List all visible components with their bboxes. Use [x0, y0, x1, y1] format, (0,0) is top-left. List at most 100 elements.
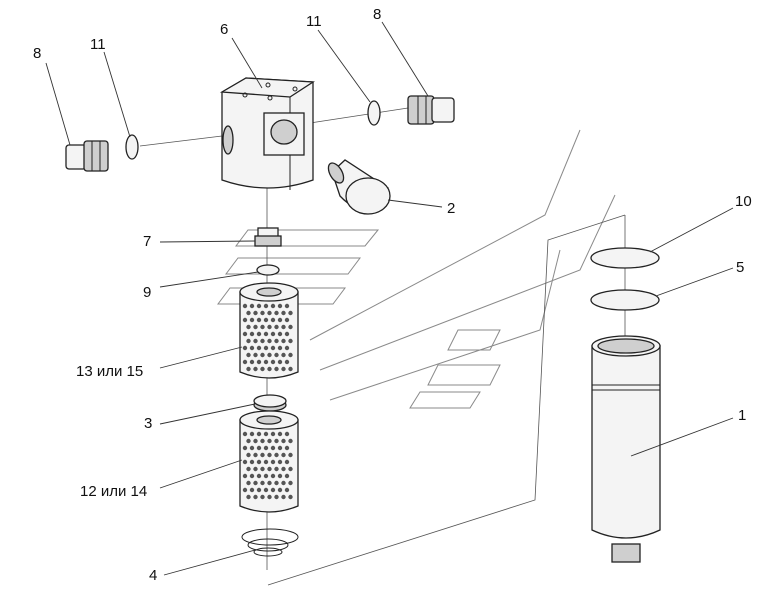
perforation-hole	[267, 324, 272, 330]
perforation-hole	[281, 480, 286, 486]
perforation-hole	[274, 310, 279, 316]
perforation-hole	[277, 431, 283, 437]
perforation-hole	[260, 338, 265, 344]
perforation-hole	[242, 331, 248, 337]
assembly-axes	[139, 107, 626, 586]
perforation-hole	[288, 310, 293, 316]
perforation-hole	[253, 466, 258, 472]
perforation-hole	[256, 473, 262, 479]
perforation-hole	[246, 310, 251, 316]
perforation-hole	[256, 317, 262, 323]
perforation-hole	[249, 473, 255, 479]
callout-part-7: 7	[143, 233, 152, 250]
perforation-hole	[284, 303, 290, 309]
perforation-hole	[256, 445, 262, 451]
perforation-hole	[260, 480, 265, 486]
indicator-part-2	[327, 159, 391, 215]
perforation-hole	[270, 431, 276, 437]
callout-part-1: 1	[738, 407, 747, 424]
perforation-hole	[260, 438, 265, 444]
perforation-hole	[246, 452, 251, 458]
perforation-hole	[270, 473, 276, 479]
seal-part-11-right	[367, 100, 381, 126]
leader-lines	[45, 21, 734, 576]
perforation-hole	[284, 359, 290, 365]
perforation-hole	[274, 352, 279, 358]
perforation-hole	[260, 366, 265, 372]
perforation-hole	[256, 331, 262, 337]
perforation-hole	[277, 445, 283, 451]
spring-part-4	[241, 528, 299, 557]
perforation-hole	[260, 310, 265, 316]
perforation-hole	[288, 480, 293, 486]
filter-element-13-15	[239, 282, 299, 379]
perforation-hole	[281, 438, 286, 444]
perforation-hole	[242, 459, 248, 465]
perforation-hole	[270, 359, 276, 365]
perforation-hole	[284, 445, 290, 451]
perforation-hole	[249, 345, 255, 351]
perforation-hole	[277, 331, 283, 337]
perforation-hole	[249, 303, 255, 309]
perforation-hole	[242, 345, 248, 351]
perforation-hole	[242, 473, 248, 479]
perforation-hole	[284, 317, 290, 323]
perforation-hole	[288, 452, 293, 458]
perforation-hole	[281, 366, 286, 372]
perforation-hole	[274, 338, 279, 344]
perforation-hole	[274, 480, 279, 486]
perforation-pattern-upper	[242, 303, 293, 372]
perforation-hole	[242, 303, 248, 309]
perforation-hole	[281, 310, 286, 316]
perforation-hole	[277, 359, 283, 365]
perforation-hole	[267, 480, 272, 486]
perforation-hole	[274, 366, 279, 372]
callout-part-12-14: 12 или 14	[80, 483, 148, 500]
perforation-hole	[249, 459, 255, 465]
seal-ring-part-5	[590, 289, 660, 311]
perforation-hole	[277, 317, 283, 323]
callout-part-10: 10	[735, 193, 752, 210]
perforation-hole	[249, 431, 255, 437]
callout-part-9: 9	[143, 284, 152, 301]
perforation-hole	[263, 445, 269, 451]
perforation-hole	[267, 352, 272, 358]
perforation-hole	[270, 459, 276, 465]
perforation-hole	[274, 466, 279, 472]
perforation-hole	[274, 494, 279, 500]
perforation-hole	[263, 487, 269, 493]
perforation-hole	[267, 452, 272, 458]
perforation-hole	[253, 310, 258, 316]
callout-part-11-left: 11	[90, 36, 106, 53]
perforation-hole	[246, 466, 251, 472]
perforation-hole	[256, 487, 262, 493]
perforation-hole	[263, 317, 269, 323]
perforation-hole	[263, 431, 269, 437]
callout-part-6: 6	[220, 21, 229, 38]
perforation-hole	[253, 480, 258, 486]
perforation-hole	[267, 466, 272, 472]
perforation-hole	[260, 452, 265, 458]
perforation-hole	[249, 359, 255, 365]
perforation-hole	[253, 366, 258, 372]
perforation-hole	[256, 359, 262, 365]
fitting-part-8-left	[65, 140, 109, 172]
perforation-hole	[284, 331, 290, 337]
perforation-hole	[256, 431, 262, 437]
perforation-hole	[277, 473, 283, 479]
perforation-hole	[260, 466, 265, 472]
perforation-hole	[288, 438, 293, 444]
perforation-hole	[284, 345, 290, 351]
perforation-hole	[246, 366, 251, 372]
perforation-hole	[288, 466, 293, 472]
perforation-hole	[249, 317, 255, 323]
perforation-hole	[284, 473, 290, 479]
perforation-hole	[270, 303, 276, 309]
perforation-hole	[263, 331, 269, 337]
perforation-hole	[246, 480, 251, 486]
perforation-hole	[281, 494, 286, 500]
filter-element-12-14	[239, 410, 299, 513]
perforation-hole	[253, 438, 258, 444]
callout-part-11-right: 11	[306, 13, 322, 30]
